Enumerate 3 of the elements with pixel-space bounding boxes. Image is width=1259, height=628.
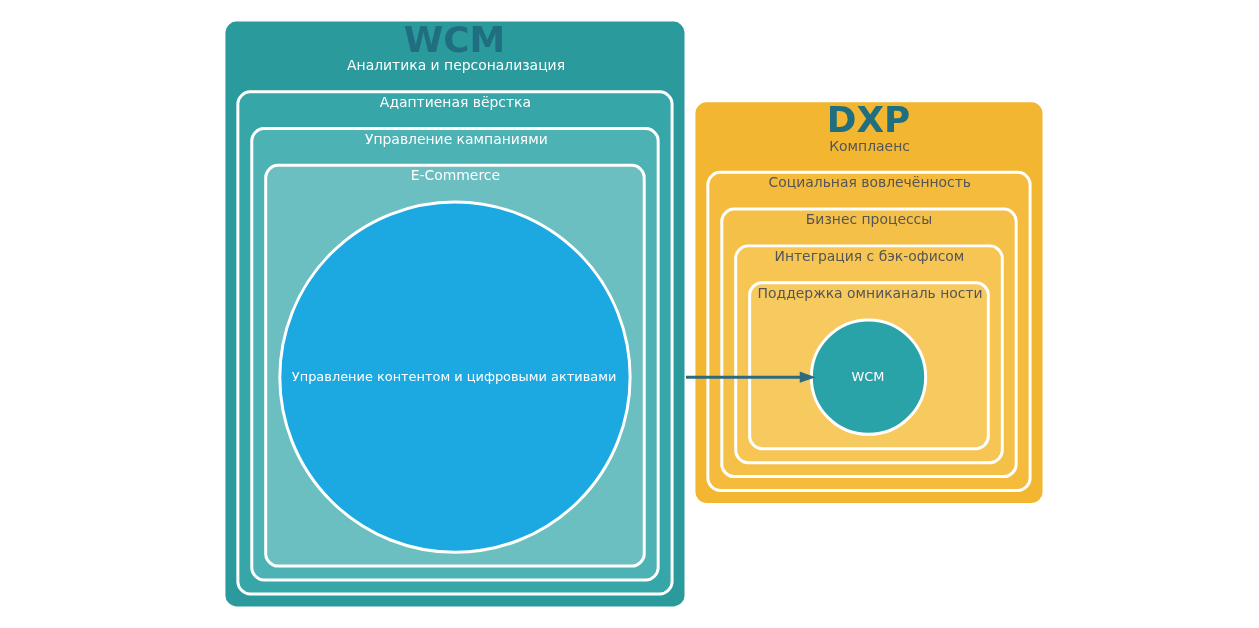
- node-circle: Управление контентом и цифровыми активами: [277, 200, 632, 554]
- arrow: [685, 371, 816, 383]
- node-circle: WCM: [809, 318, 927, 436]
